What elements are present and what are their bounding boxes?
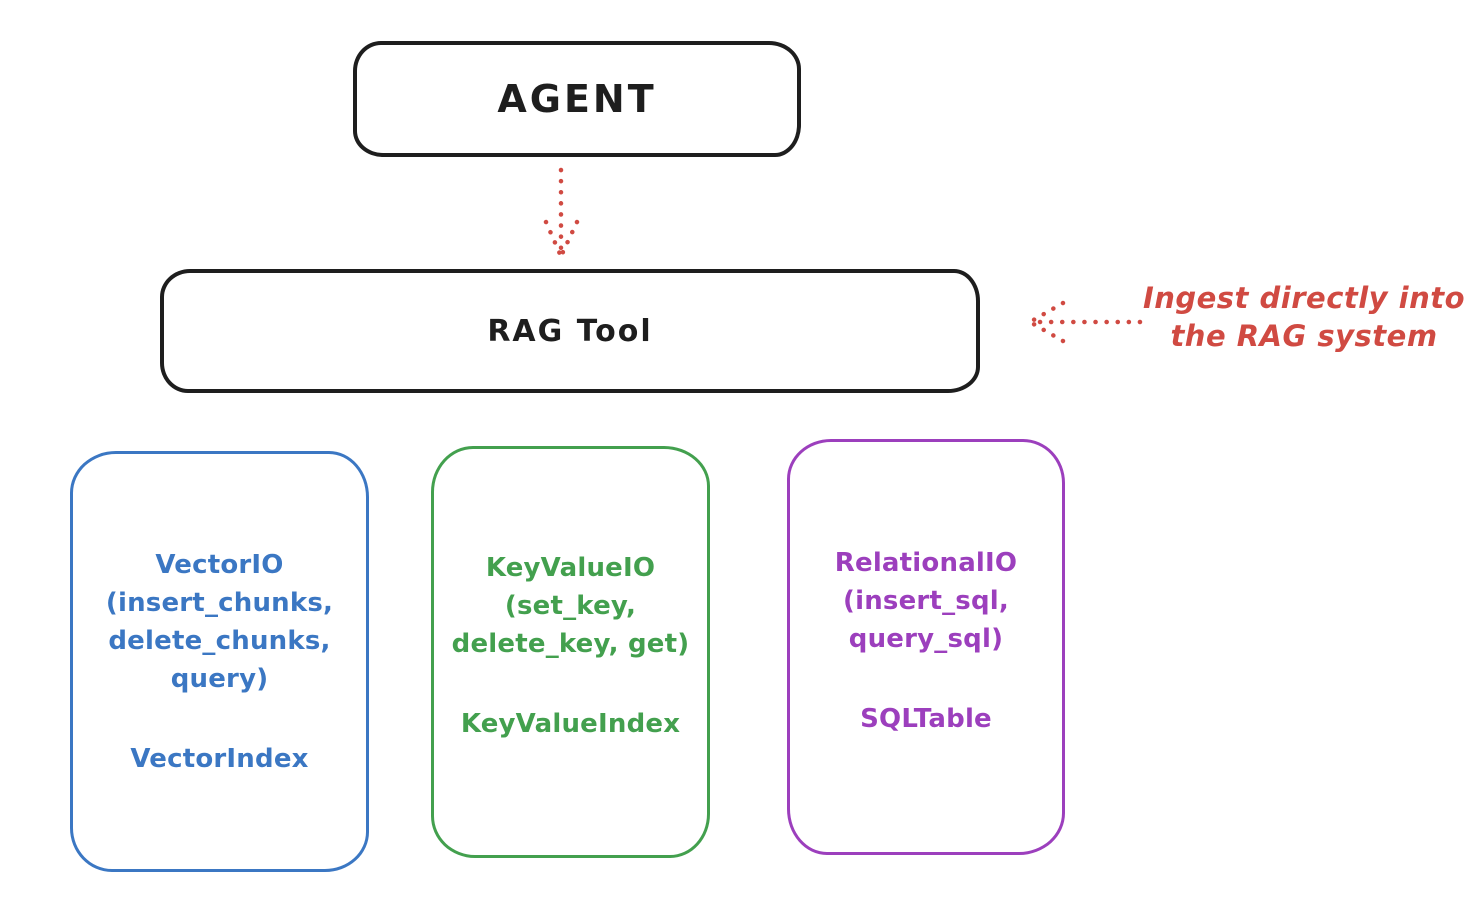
store-line: (set_key, [504, 591, 637, 621]
store-line: delete_key, get) [451, 629, 690, 659]
store-line: delete_chunks, [108, 626, 331, 656]
agent-label: AGENT [497, 77, 657, 121]
store-index-label: SQLTable [860, 704, 992, 734]
store-index-label: VectorIndex [130, 744, 309, 774]
store-line: query_sql) [848, 624, 1004, 654]
relational-io-node: RelationalIO (insert_sql, query_sql) SQL… [787, 439, 1065, 855]
agent-to-rag-dotted-arrow [543, 167, 580, 257]
rag-tool-label: RAG Tool [487, 313, 653, 349]
ingest-annotation-dotted-arrow [1027, 300, 1143, 344]
store-line: (insert_sql, [843, 586, 1009, 616]
vector-io-node: VectorIO (insert_chunks, delete_chunks, … [70, 451, 369, 872]
annotation-line-1: Ingest directly into [1142, 281, 1466, 315]
annotation-line-2: the RAG system [1170, 319, 1438, 353]
store-line: RelationalIO [834, 548, 1018, 578]
keyvalue-io-node: KeyValueIO (set_key, delete_key, get) Ke… [431, 446, 710, 858]
store-index-label: KeyValueIndex [460, 709, 681, 739]
store-line: KeyValueIO [485, 553, 656, 583]
store-line: (insert_chunks, [105, 588, 334, 618]
ingest-annotation: Ingest directly into the RAG system [1126, 279, 1482, 355]
rag-tool-node: RAG Tool [160, 269, 980, 393]
store-line: query) [170, 664, 269, 694]
store-line: VectorIO [155, 550, 284, 580]
agent-node: AGENT [353, 41, 801, 157]
